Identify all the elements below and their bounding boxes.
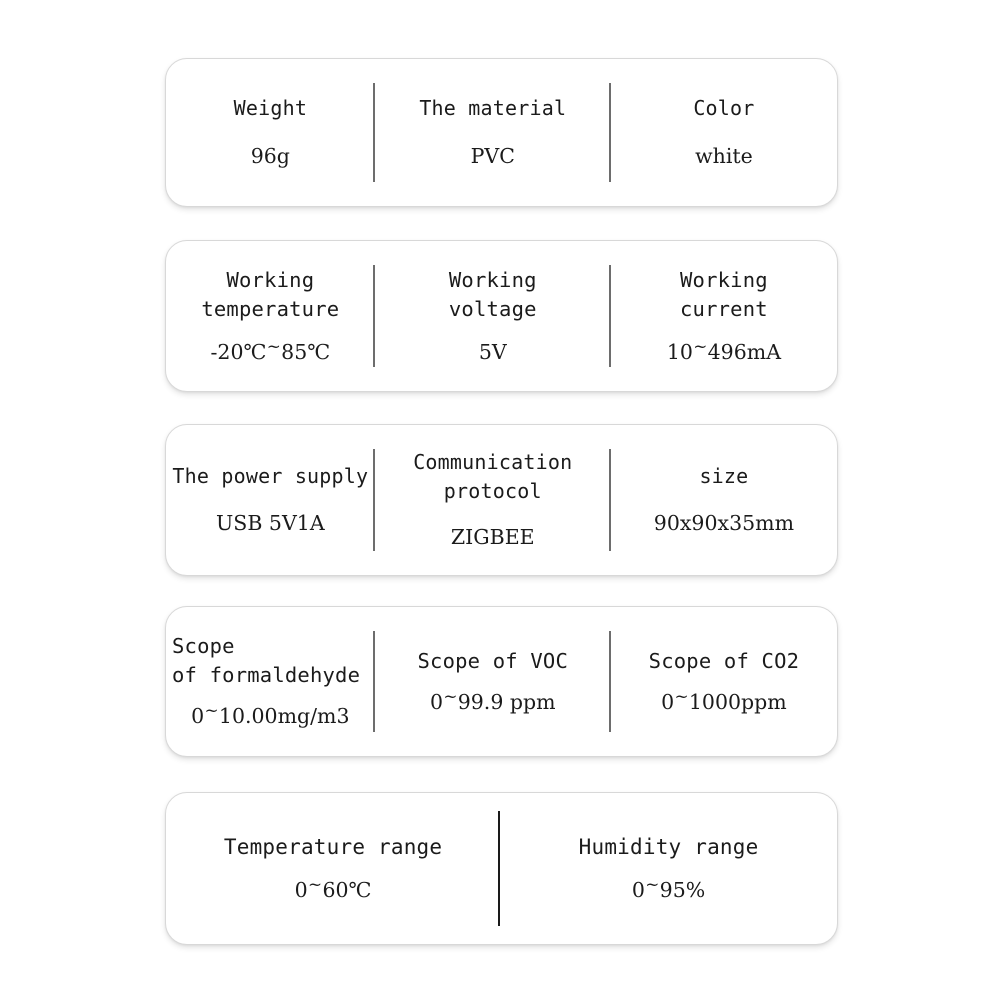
spec-value: 10~496mA (666, 335, 782, 364)
spec-cell-power-supply: The power supply USB 5V1A (166, 425, 375, 575)
spec-card-power-comms: The power supply USB 5V1A Communication … (165, 424, 838, 576)
spec-value: 5V (478, 339, 507, 364)
spec-value: 0~10.00mg/m3 (191, 700, 350, 729)
spec-cell-communication-protocol: Communication protocol ZIGBEE (375, 425, 612, 575)
spec-cell-material: The material PVC (375, 59, 612, 206)
spec-value: 90x90x35mm (653, 510, 795, 535)
spec-cell-working-temperature: Working temperature -20℃~85℃ (166, 241, 375, 391)
spec-label: Temperature range (223, 834, 443, 859)
spec-value: 0~1000ppm (661, 685, 787, 714)
spec-cell-scope-formaldehyde: Scope of formaldehyde 0~10.00mg/m3 (166, 607, 375, 756)
spec-label: The material (419, 96, 567, 121)
spec-cell-humidity-range: Humidity range 0~95% (500, 793, 837, 944)
spec-cell-scope-voc: Scope of VOC 0~99.9 ppm (375, 607, 612, 756)
spec-value: USB 5V1A (216, 510, 325, 535)
spec-label: Color (693, 96, 755, 121)
spec-label: Working voltage (448, 267, 537, 321)
spec-card-electrical: Working temperature -20℃~85℃ Working vol… (165, 240, 838, 392)
spec-label: The power supply (172, 464, 369, 489)
spec-label: Scope of CO2 (648, 648, 800, 673)
spec-cell-size: size 90x90x35mm (611, 425, 837, 575)
spec-label: Working current (680, 267, 768, 321)
spec-label: Weight (233, 96, 308, 121)
spec-label: Scope of VOC (417, 648, 569, 673)
spec-cell-temperature-range: Temperature range 0~60℃ (166, 793, 501, 944)
spec-cell-weight: Weight 96g (166, 59, 375, 206)
spec-cell-color: Color white (611, 59, 837, 206)
spec-cell-working-voltage: Working voltage 5V (375, 241, 612, 391)
spec-value: 0~60℃ (294, 873, 372, 902)
spec-label: Scope of formaldehyde (172, 634, 361, 688)
spec-card-environment: Temperature range 0~60℃ Humidity range 0… (165, 792, 838, 945)
spec-value: -20℃~85℃ (210, 335, 331, 364)
spec-value: ZIGBEE (450, 525, 535, 550)
spec-cell-scope-co2: Scope of CO2 0~1000ppm (611, 607, 837, 756)
spec-card-gas-ranges: Scope of formaldehyde 0~10.00mg/m3 Scope… (165, 606, 838, 757)
spec-value: 0~95% (631, 873, 706, 902)
spec-value: white (695, 143, 753, 168)
spec-label: Humidity range (578, 834, 759, 859)
spec-value: PVC (470, 143, 515, 168)
spec-cell-working-current: Working current 10~496mA (611, 241, 837, 391)
spec-card-basic: Weight 96g The material PVC Color white (165, 58, 838, 207)
spec-label: Working temperature (201, 267, 340, 321)
spec-value: 0~99.9 ppm (429, 685, 556, 714)
spec-label: Communication protocol (413, 450, 573, 503)
spec-value: 96g (250, 143, 290, 168)
spec-label: size (699, 464, 749, 489)
